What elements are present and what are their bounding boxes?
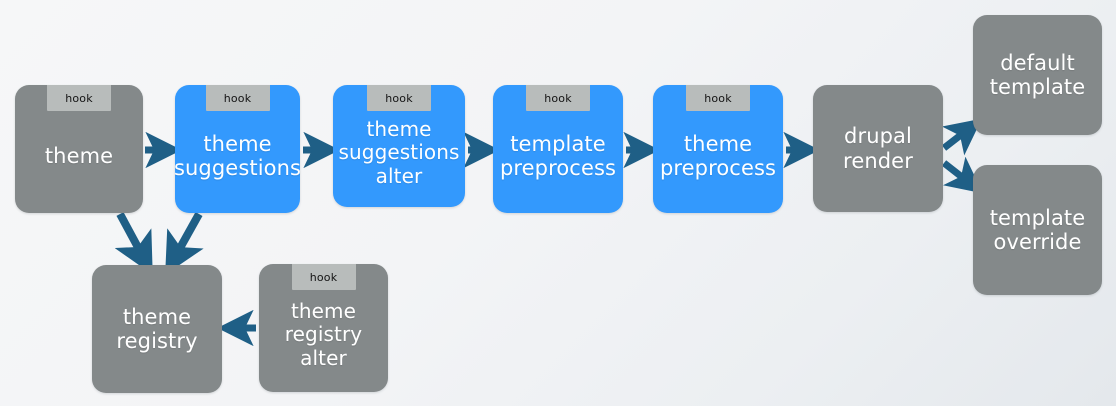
node-label-theme-suggestions-alter: theme suggestions alter: [338, 117, 460, 188]
node-theme-registry-alter[interactable]: hook theme registry alter: [259, 264, 388, 392]
node-label-theme: theme: [44, 143, 114, 168]
arrow-render-to-default-template: [941, 118, 982, 156]
hook-tab-theme-registry-alter: hook: [291, 264, 356, 290]
hook-tab-label: hook: [544, 91, 572, 105]
arrow-render-to-template-override: [941, 156, 983, 194]
node-label-default-template: default template: [989, 50, 1086, 99]
node-template-preprocess[interactable]: hook template preprocess: [493, 85, 623, 213]
node-label-theme-preprocess: theme preprocess: [659, 131, 777, 180]
hook-tab-theme: hook: [47, 85, 111, 111]
hook-tab-label: hook: [223, 91, 252, 105]
node-label-template-override: template override: [989, 205, 1086, 254]
hook-tab-label: hook: [65, 91, 93, 105]
hook-tab-label: hook: [309, 270, 338, 284]
node-theme-preprocess[interactable]: hook theme preprocess: [653, 85, 783, 213]
hook-tab-theme-suggestions-alter: hook: [367, 85, 431, 111]
node-label-template-preprocess: template preprocess: [499, 131, 617, 180]
hook-tab-template-preprocess: hook: [526, 85, 590, 111]
node-default-template[interactable]: default template: [973, 15, 1102, 135]
hook-tab-label: hook: [704, 91, 732, 105]
node-theme-suggestions-alter[interactable]: hook theme suggestions alter: [333, 85, 465, 207]
node-drupal-render[interactable]: drupal render: [813, 85, 943, 212]
node-label-theme-suggestions: theme suggestions: [173, 131, 302, 180]
node-label-theme-registry-alter: theme registry alter: [284, 299, 363, 370]
arrow-theme-to-registry: [114, 212, 153, 275]
hook-tab-label: hook: [385, 91, 413, 105]
hook-tab-theme-preprocess: hook: [686, 85, 750, 111]
node-theme-registry[interactable]: theme registry: [92, 265, 222, 393]
node-theme-suggestions[interactable]: hook theme suggestions: [174, 85, 301, 213]
arrow-suggestions-to-registry: [165, 212, 204, 275]
node-template-override[interactable]: template override: [973, 165, 1102, 295]
hook-tab-theme-suggestions: hook: [205, 85, 270, 111]
node-label-theme-registry: theme registry: [116, 304, 198, 353]
node-theme[interactable]: hook theme: [15, 85, 143, 213]
node-label-drupal-render: drupal render: [843, 124, 913, 173]
